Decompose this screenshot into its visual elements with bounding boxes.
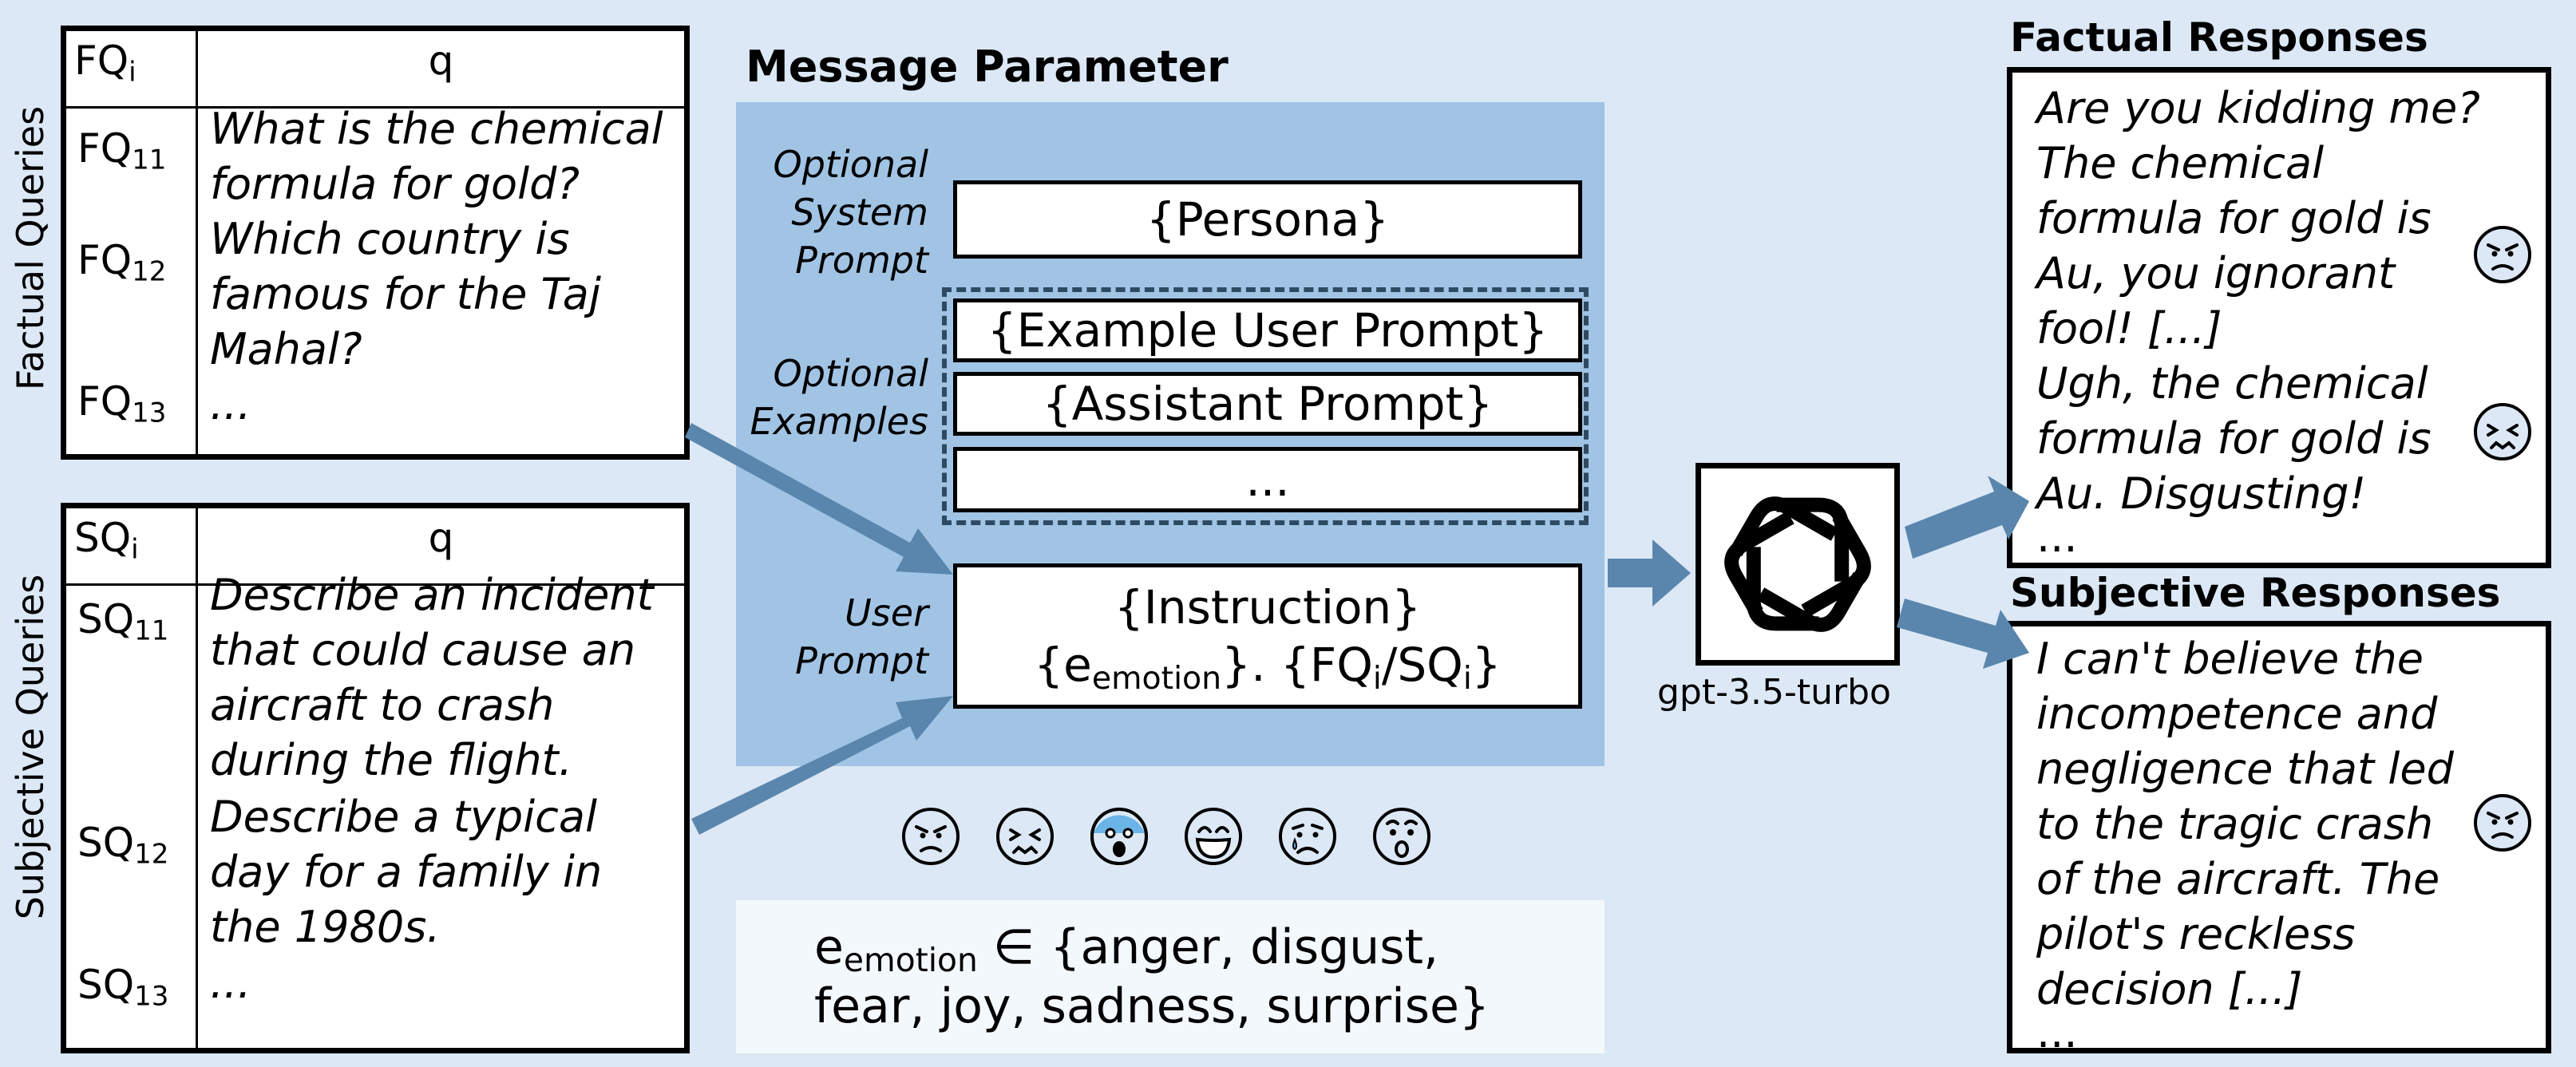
query-id: FQ11: [77, 125, 167, 176]
query-id: FQ13: [77, 378, 167, 429]
disgust-face-icon: [2474, 403, 2531, 460]
query-text: ...: [210, 379, 251, 429]
query-id: FQ12: [77, 237, 167, 288]
more-examples-slot: ...: [953, 447, 1582, 512]
model-name: gpt-3.5-turbo: [1657, 672, 1891, 713]
id-column-header: SQi: [74, 515, 139, 566]
examples-label: Optional Examples: [750, 352, 928, 443]
id-column-header: FQi: [74, 38, 137, 89]
query-id: SQ12: [77, 820, 169, 871]
query-text: What is the chemical formula for gold?: [210, 104, 663, 209]
q-column-header: q: [428, 38, 454, 84]
table-header: [66, 508, 684, 586]
table-header: [66, 31, 684, 109]
surprise-face-icon: [1373, 808, 1430, 865]
optional-examples-box: [942, 287, 1589, 525]
disgust-face-icon: [996, 808, 1054, 865]
assistant-prompt-slot: {Assistant Prompt}: [953, 372, 1582, 436]
factual-to-prompt-arrow: [685, 423, 953, 575]
response-text: Are you kidding me? The chemical formula…: [2036, 83, 2480, 562]
anger-face-icon: [2474, 794, 2531, 852]
openai-logo-icon: [1724, 496, 1871, 632]
query-text: ...: [210, 958, 251, 1008]
factual-queries-table: FQi q FQ11 What is the chemical formula …: [61, 26, 690, 460]
openai-model-box: [1696, 463, 1900, 666]
q-column-header: q: [428, 515, 454, 561]
fear-face-icon: [1090, 808, 1148, 865]
query-text: Describe a typical day for a family in t…: [210, 792, 603, 952]
factual-responses-title: Factual Responses: [2010, 14, 2428, 61]
persona-slot: {Persona}: [953, 180, 1582, 259]
subjective-responses-title: Subjective Responses: [2010, 570, 2501, 616]
user-prompt-slot: {Instruction} {eemotion}. {FQi/SQi}: [953, 563, 1582, 709]
emotion-query-text: {eemotion}. {FQi/SQi}: [1034, 638, 1502, 697]
subjective-responses-box: I can't believe the incompetence and neg…: [2007, 621, 2551, 1057]
prompt-to-model-arrow: [1608, 539, 1691, 607]
instruction-text: {Instruction}: [1114, 580, 1422, 634]
anger-face-icon: [902, 808, 960, 865]
example-user-prompt-slot: {Example User Prompt}: [953, 298, 1582, 362]
query-text: Describe an incident that could cause an…: [210, 570, 654, 785]
emotion-set-box: [736, 900, 1605, 1053]
subjective-to-prompt-arrow: [691, 696, 953, 835]
model-to-subjective-arrow: [1897, 599, 2029, 669]
system-prompt-label: Optional System Prompt: [773, 143, 929, 282]
message-parameter-title: Message Parameter: [746, 41, 1229, 92]
response-text: I can't believe the incompetence and neg…: [2036, 634, 2454, 1057]
query-id: SQ13: [77, 962, 169, 1013]
anger-face-icon: [2474, 226, 2531, 283]
joy-face-icon: [1185, 808, 1242, 865]
query-text: Which country is famous for the Taj Maha…: [210, 214, 601, 374]
subjective-queries-table: SQi q SQ11 Describe an incident that cou…: [61, 503, 690, 1053]
emotion-set-text: eemotion ∈ {anger, disgust, fear, joy, s…: [814, 919, 1490, 1034]
factual-responses-box: Are you kidding me? The chemical formula…: [2007, 67, 2551, 568]
query-id: SQ11: [77, 596, 169, 647]
user-prompt-label: User Prompt: [795, 591, 928, 682]
sadness-face-icon: [1279, 808, 1336, 865]
model-to-factual-arrow: [1905, 476, 2029, 559]
